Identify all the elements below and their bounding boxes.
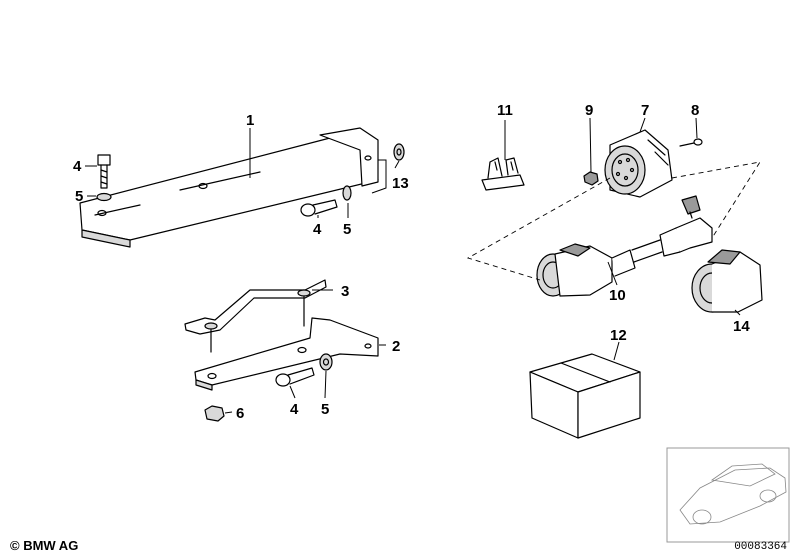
callout-4b: 4 — [313, 221, 322, 238]
callout-11: 11 — [497, 102, 513, 119]
callout-10: 10 — [609, 287, 626, 304]
callout-4a: 4 — [73, 158, 82, 175]
callout-6: 6 — [236, 405, 244, 422]
nut-part-9[interactable] — [583, 171, 599, 186]
callout-4c: 4 — [290, 401, 299, 418]
copyright-text: © BMW AG — [10, 538, 79, 553]
adapter-part-10[interactable] — [536, 195, 713, 297]
bracket-part-2[interactable] — [194, 317, 379, 391]
callout-7: 7 — [641, 102, 649, 119]
callout-12: 12 — [610, 327, 627, 344]
callout-5c: 5 — [321, 401, 329, 418]
bolt-part-4b[interactable] — [300, 199, 338, 217]
leader-lines — [85, 117, 741, 414]
socket-part-7[interactable] — [604, 129, 673, 198]
nut-part-6[interactable] — [204, 405, 225, 422]
screw-part-8[interactable] — [679, 138, 703, 147]
callout-9: 9 — [585, 102, 593, 119]
washer-part-5c[interactable] — [319, 353, 333, 371]
callout-3: 3 — [341, 283, 349, 300]
socket-adapter-part-14[interactable] — [691, 249, 763, 313]
washer-part-5b[interactable] — [342, 185, 352, 201]
document-number: 00083364 — [734, 541, 787, 553]
washer-part-5a[interactable] — [96, 192, 112, 202]
callout-5a: 5 — [75, 188, 83, 205]
bolt-part-4a[interactable] — [97, 154, 111, 189]
clip-part-11[interactable] — [481, 157, 525, 191]
callout-14: 14 — [733, 318, 750, 335]
bolt-part-4c[interactable] — [275, 367, 315, 387]
callout-2: 2 — [392, 338, 400, 355]
callout-8: 8 — [691, 102, 699, 119]
callout-1: 1 — [246, 112, 254, 129]
callout-13: 13 — [392, 175, 409, 192]
bracket-part-1[interactable] — [79, 127, 379, 248]
callout-5b: 5 — [343, 221, 351, 238]
washer-part-13[interactable] — [393, 143, 405, 161]
box-part-12[interactable] — [529, 353, 641, 439]
bracket-part-3[interactable] — [184, 279, 327, 335]
car-thumbnail — [666, 447, 790, 543]
